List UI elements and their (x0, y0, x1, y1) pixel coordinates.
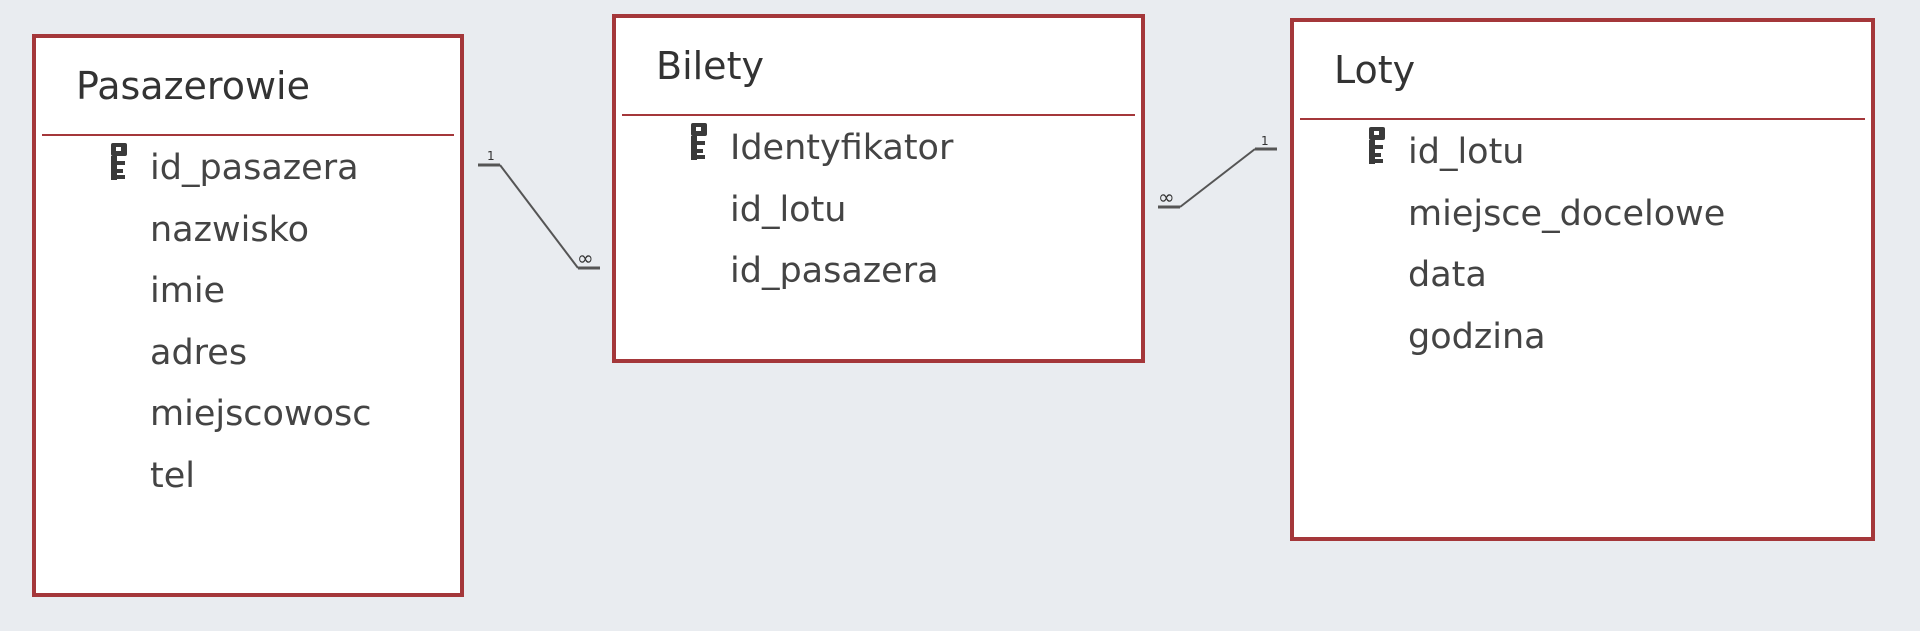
relationship-one-label: 1 (487, 149, 495, 163)
key-icon (1369, 127, 1385, 164)
relationship-pasazerowie-bilety[interactable] (478, 163, 600, 270)
field-tel[interactable]: tel (150, 456, 195, 496)
table-title[interactable]: Bilety (656, 44, 764, 88)
field-adres[interactable]: adres (150, 333, 248, 373)
title-separator (42, 134, 454, 136)
table-bilety[interactable]: Bilety Identyfikator id_lotu id_pasazera (612, 14, 1145, 363)
title-separator (1300, 118, 1865, 120)
field-nazwisko[interactable]: nazwisko (150, 210, 310, 250)
relationship-many-label: ∞ (577, 246, 594, 270)
relationship-loty-bilety[interactable] (1158, 147, 1277, 209)
field-id-pasazera[interactable]: id_pasazera (730, 251, 939, 291)
relationship-many-label: ∞ (1158, 185, 1175, 209)
field-data[interactable]: data (1408, 255, 1487, 295)
table-title[interactable]: Loty (1334, 48, 1416, 92)
field-id-pasazera[interactable]: id_pasazera (150, 148, 359, 188)
field-id-lotu[interactable]: id_lotu (730, 190, 847, 230)
key-icon (691, 123, 707, 160)
key-icon (111, 143, 127, 180)
field-miejsce-docelowe[interactable]: miejsce_docelowe (1408, 194, 1726, 234)
table-loty[interactable]: Loty id_lotu miejsce_docelowe data godzi… (1290, 18, 1875, 541)
title-separator (622, 114, 1135, 116)
field-miejscowosc[interactable]: miejscowosc (150, 394, 372, 434)
table-pasazerowie[interactable]: Pasazerowie id_pasazera nazwisko imie ad… (32, 34, 464, 597)
field-imie[interactable]: imie (150, 271, 226, 311)
field-identyfikator[interactable]: Identyfikator (730, 128, 954, 168)
field-id-lotu[interactable]: id_lotu (1408, 132, 1525, 172)
table-title[interactable]: Pasazerowie (76, 64, 310, 108)
relationship-one-label: 1 (1261, 134, 1269, 148)
field-godzina[interactable]: godzina (1408, 317, 1546, 357)
